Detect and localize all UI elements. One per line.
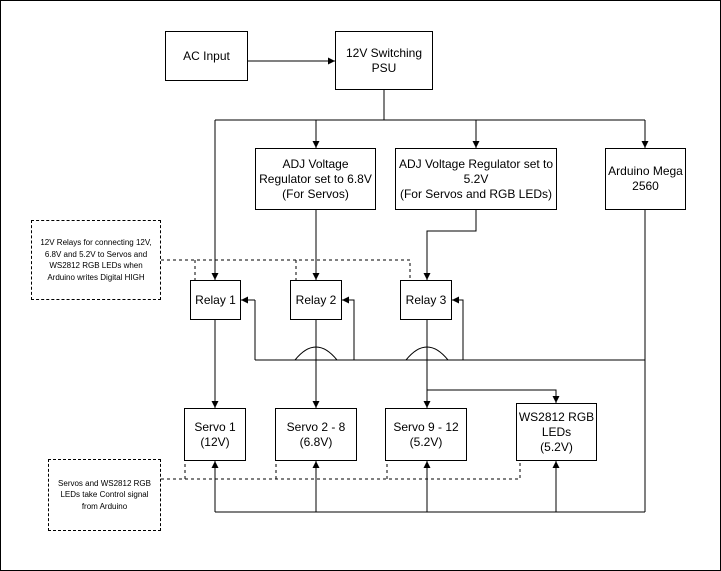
ws2812-leds-box: WS2812 RGB LEDs (5.2V) [516,403,597,461]
servo-2-8-box: Servo 2 - 8 (6.8V) [275,408,357,461]
relay-note-connector [161,259,411,280]
servo-note-connector [161,461,521,480]
regulator-5v2-box: ADJ Voltage Regulator set to 5.2V (For S… [395,148,557,210]
relay-2-box: Relay 2 [290,280,342,320]
servo-9-12-box: Servo 9 - 12 (5.2V) [385,408,467,461]
servo-note: Servos and WS2812 RGB LEDs take Control … [48,459,161,531]
servo-1-box: Servo 1 (12V) [184,408,246,461]
edge-arduino-to-relays [241,210,646,512]
relay-1-box: Relay 1 [190,280,241,320]
relay-3-box: Relay 3 [400,280,452,320]
edge-arduino-to-servos [214,461,645,513]
edge-psu-bus [215,90,645,121]
edge-reg52-to-relay3 [423,210,477,280]
regulator-6v8-box: ADJ Voltage Regulator set to 6.8V (For S… [255,148,376,210]
ac-input-box: AC Input [165,31,248,81]
relay-note: 12V Relays for connecting 12V, 6.8V and … [31,220,161,300]
edge-relay3-to-leds [427,389,560,403]
psu-box: 12V Switching PSU [335,31,433,90]
arduino-box: Arduino Mega 2560 [605,148,686,210]
